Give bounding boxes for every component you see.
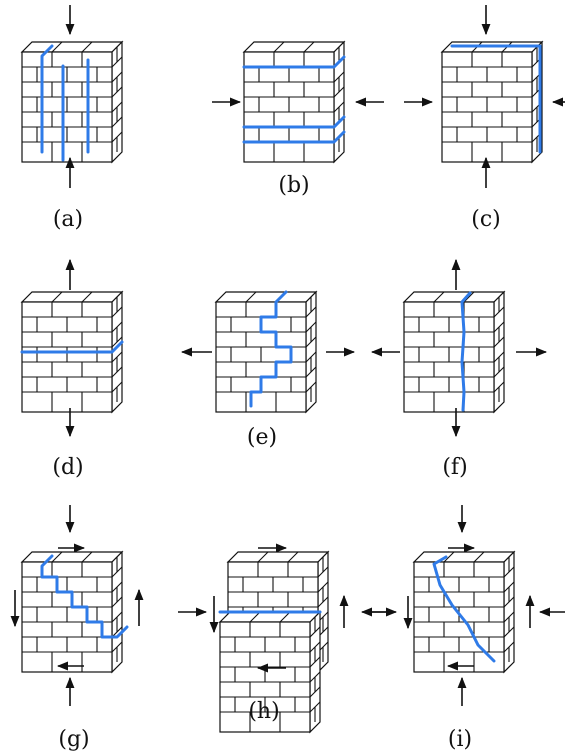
crack-g-1	[40, 554, 129, 639]
wall-c	[441, 41, 543, 163]
crack-a-1	[40, 44, 54, 154]
panel-e: (e)	[180, 290, 356, 450]
crack-i-1	[432, 555, 496, 663]
wall-i	[413, 551, 515, 673]
panel-g: (g)	[10, 505, 144, 752]
crack-b-2	[242, 115, 346, 129]
wall-e	[215, 291, 317, 413]
label-g: (g)	[58, 727, 89, 752]
panel-f: (f)	[370, 258, 548, 480]
crack-b-1	[242, 55, 346, 69]
wall-b	[243, 41, 345, 163]
wall-f	[403, 291, 505, 413]
crack-b-3	[242, 130, 346, 144]
wall-a	[21, 41, 123, 163]
label-i: (i)	[448, 727, 472, 752]
label-h: (h)	[248, 699, 279, 724]
wall-g	[21, 551, 123, 673]
crack-d-1	[20, 340, 124, 354]
panel-a: (a)	[21, 5, 123, 232]
label-f: (f)	[442, 455, 467, 480]
label-d: (d)	[52, 455, 83, 480]
panel-i: (i)	[372, 505, 565, 752]
panel-h: (h)	[178, 543, 390, 733]
label-e: (e)	[247, 425, 277, 450]
crack-f-1	[460, 291, 472, 412]
crack-e-1	[249, 290, 293, 408]
label-b: (b)	[278, 173, 309, 198]
panel-b: (b)	[212, 41, 384, 198]
label-a: (a)	[53, 207, 83, 232]
panel-d: (d)	[20, 258, 124, 480]
panel-c: (c)	[404, 5, 565, 232]
label-c: (c)	[471, 207, 501, 232]
